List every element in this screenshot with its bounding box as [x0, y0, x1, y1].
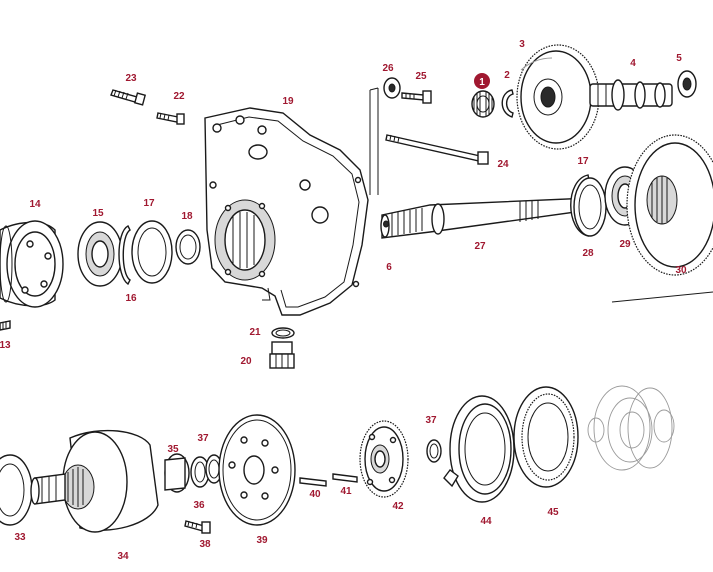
circlip-part-17-left[interactable]: [131, 220, 173, 284]
large-gear-part-30[interactable]: [626, 134, 713, 276]
spline-hub-part-42[interactable]: [359, 420, 409, 498]
label-23: 23: [125, 73, 137, 84]
label-40: 40: [309, 489, 321, 500]
label-28: 28: [582, 248, 594, 259]
bolt-part-25[interactable]: [401, 90, 432, 104]
label-14: 14: [29, 199, 41, 210]
bolt-part-22[interactable]: [156, 112, 185, 125]
label-17a: 17: [143, 198, 155, 209]
ring-part-36[interactable]: [190, 456, 210, 488]
label-2: 2: [504, 70, 510, 81]
label-44: 44: [480, 516, 492, 527]
o-ring-part-37-right[interactable]: [426, 439, 442, 463]
label-21: 21: [249, 327, 261, 338]
label-3: 3: [519, 39, 525, 50]
bearing-part-35[interactable]: [164, 453, 190, 493]
fitting-part-20[interactable]: [269, 341, 295, 369]
label-33: 33: [14, 532, 26, 543]
spur-gear-part-3[interactable]: [516, 44, 600, 150]
label-37b: 37: [425, 415, 437, 426]
o-ring-part-18[interactable]: [175, 229, 201, 265]
bolt-part-38[interactable]: [184, 520, 211, 534]
label-13: 13: [0, 340, 11, 351]
label-15: 15: [92, 208, 104, 219]
bolt-part-13[interactable]: [0, 320, 11, 331]
label-16: 16: [125, 293, 137, 304]
label-26: 26: [382, 63, 394, 74]
label-27: 27: [474, 241, 486, 252]
clutch-plate-part-44[interactable]: [443, 395, 515, 503]
housing-part-19[interactable]: [204, 107, 369, 316]
assembly-lines: [369, 87, 713, 303]
bearing-part-5[interactable]: [677, 70, 697, 98]
label-4: 4: [630, 58, 636, 69]
friction-disc-part-45[interactable]: [513, 386, 579, 488]
bearing-part-15[interactable]: [77, 221, 123, 287]
spacer-part-26[interactable]: [383, 77, 401, 99]
snap-ring-part-16[interactable]: [118, 225, 131, 286]
label-39: 39: [256, 535, 268, 546]
label-37a: 37: [197, 433, 209, 444]
o-ring-part-21[interactable]: [271, 327, 295, 339]
label-1: 1: [479, 77, 485, 88]
needle-bearing-part-1[interactable]: [471, 90, 495, 118]
bolt-part-23[interactable]: [110, 89, 147, 106]
label-20: 20: [240, 356, 252, 367]
clutch-drum-part-14[interactable]: [0, 220, 64, 308]
label-6: 6: [386, 262, 392, 273]
pin-part-41[interactable]: [332, 473, 358, 483]
pin-part-40[interactable]: [299, 477, 327, 487]
pin-part-6[interactable]: [383, 220, 389, 228]
label-45: 45: [547, 507, 559, 518]
label-36: 36: [193, 500, 205, 511]
label-25: 25: [415, 71, 427, 82]
label-34: 34: [117, 551, 129, 562]
label-30: 30: [675, 265, 687, 276]
label-38: 38: [199, 539, 211, 550]
label-18: 18: [181, 211, 193, 222]
label-29: 29: [619, 239, 631, 250]
circlip-part-28[interactable]: [573, 177, 607, 237]
pressure-plate-part-39[interactable]: [218, 414, 296, 526]
spring-plate-stack: [587, 385, 675, 471]
long-stud-part-24[interactable]: [385, 134, 489, 165]
label-24: 24: [497, 159, 509, 170]
label-22: 22: [173, 91, 185, 102]
label-35: 35: [167, 444, 179, 455]
ring-part-33[interactable]: [0, 454, 33, 526]
label-17b: 17: [577, 156, 589, 167]
main-shaft-part-27[interactable]: [380, 197, 591, 239]
gear-shaft-part-4[interactable]: [589, 79, 673, 111]
callout-badge-1[interactable]: 1: [474, 73, 490, 89]
label-5: 5: [676, 53, 682, 64]
label-19: 19: [282, 96, 294, 107]
clutch-hub-part-34[interactable]: [30, 429, 159, 533]
o-ring-part-37-left[interactable]: [205, 454, 223, 484]
snap-ring-part-2[interactable]: [501, 89, 514, 118]
label-42: 42: [392, 501, 404, 512]
label-41: 41: [340, 486, 352, 497]
